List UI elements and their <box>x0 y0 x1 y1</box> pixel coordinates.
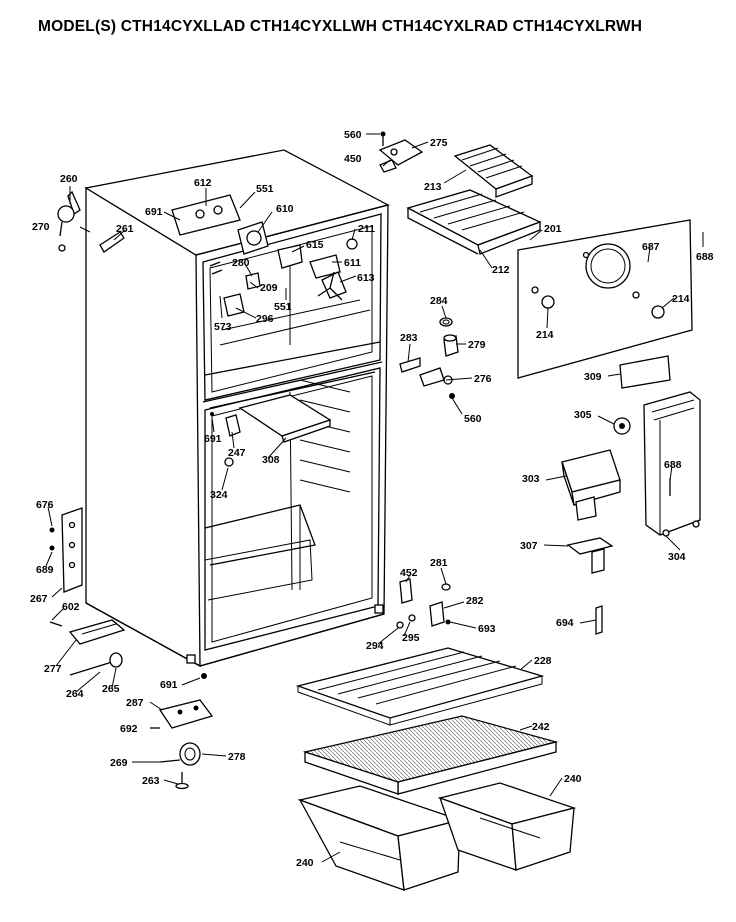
callout-294: 294 <box>366 640 384 652</box>
hinge-top <box>378 131 424 173</box>
callout-296: 296 <box>256 313 274 325</box>
leader-lines <box>45 133 704 863</box>
callout-277: 277 <box>44 663 62 675</box>
callout-242: 242 <box>532 721 550 733</box>
callout-610: 610 <box>276 203 294 215</box>
callout-269: 269 <box>110 757 128 769</box>
callout-283: 283 <box>400 332 418 344</box>
callout-263: 263 <box>142 775 160 787</box>
callout-551: 551 <box>274 301 292 313</box>
callout-560: 560 <box>344 129 362 141</box>
callout-612: 612 <box>194 177 212 189</box>
callout-201: 201 <box>544 223 562 235</box>
callout-613: 613 <box>357 272 375 284</box>
callout-309: 309 <box>584 371 602 383</box>
thermostat-parts <box>399 317 459 399</box>
callout-214: 214 <box>536 329 554 341</box>
callout-676: 676 <box>36 499 54 511</box>
bottom-hinge-and-rollers <box>68 619 214 790</box>
callout-214: 214 <box>672 293 690 305</box>
light-shield <box>566 537 614 574</box>
fresh-food-parts <box>210 394 332 467</box>
callout-573: 573 <box>214 321 232 333</box>
callout-212: 212 <box>492 264 510 276</box>
callout-687: 687 <box>642 241 660 253</box>
callout-615: 615 <box>306 239 324 251</box>
callout-691: 691 <box>204 433 222 445</box>
callout-280: 280 <box>232 257 250 269</box>
callout-304: 304 <box>668 551 686 563</box>
callout-267: 267 <box>30 593 48 605</box>
callout-688: 688 <box>664 459 682 471</box>
callout-692: 692 <box>120 723 138 735</box>
callout-303: 303 <box>522 473 540 485</box>
callout-209: 209 <box>260 282 278 294</box>
control-channel-304 <box>643 391 701 537</box>
callout-211: 211 <box>358 223 375 235</box>
callout-275: 275 <box>430 137 448 149</box>
callout-308: 308 <box>262 454 280 466</box>
control-housing <box>561 417 631 521</box>
callout-295: 295 <box>402 632 420 644</box>
callout-281: 281 <box>430 557 448 569</box>
cabinet <box>84 149 390 668</box>
callout-602: 602 <box>62 601 80 613</box>
callout-560: 560 <box>464 413 482 425</box>
callout-labels: 560 275 450 213 260 612 551 691 610 270 … <box>30 129 714 869</box>
callout-260: 260 <box>60 173 78 185</box>
callout-691: 691 <box>160 679 178 691</box>
callout-305: 305 <box>574 409 592 421</box>
fan-and-bracket <box>171 194 358 317</box>
callout-279: 279 <box>468 339 486 351</box>
callout-691: 691 <box>145 206 163 218</box>
callout-611: 611 <box>344 257 361 269</box>
callout-270: 270 <box>32 221 50 233</box>
callout-551: 551 <box>256 183 274 195</box>
crisper-cover <box>302 715 559 795</box>
callout-278: 278 <box>228 751 246 763</box>
callout-694: 694 <box>556 617 574 629</box>
callout-240: 240 <box>296 857 314 869</box>
ice-tray-rack <box>406 189 542 255</box>
callout-265: 265 <box>102 683 120 695</box>
callout-688: 688 <box>696 251 714 263</box>
callout-693: 693 <box>478 623 496 635</box>
wire-shelf <box>295 647 545 726</box>
evaporator-cover-panel <box>517 219 693 379</box>
callout-264: 264 <box>66 688 84 700</box>
ice-tray <box>453 144 534 198</box>
model-title: MODEL(S) CTH14CYXLLAD CTH14CYXLLWH CTH14… <box>38 18 643 35</box>
callout-228: 228 <box>534 655 552 667</box>
callout-261: 261 <box>116 223 134 235</box>
callout-240: 240 <box>564 773 582 785</box>
label-309 <box>619 355 671 389</box>
callout-689: 689 <box>36 564 54 576</box>
crisper-drawer-left <box>297 785 463 891</box>
callout-450: 450 <box>344 153 362 165</box>
callout-276: 276 <box>474 373 492 385</box>
callout-247: 247 <box>228 447 246 459</box>
crisper-drawer-right <box>437 782 577 871</box>
left-exterior-parts <box>49 190 125 627</box>
callout-213: 213 <box>424 181 442 193</box>
callout-287: 287 <box>126 697 144 709</box>
callout-282: 282 <box>466 595 484 607</box>
callout-284: 284 <box>430 295 448 307</box>
callout-307: 307 <box>520 540 538 552</box>
callout-324: 324 <box>210 489 228 501</box>
callout-452: 452 <box>400 567 418 579</box>
